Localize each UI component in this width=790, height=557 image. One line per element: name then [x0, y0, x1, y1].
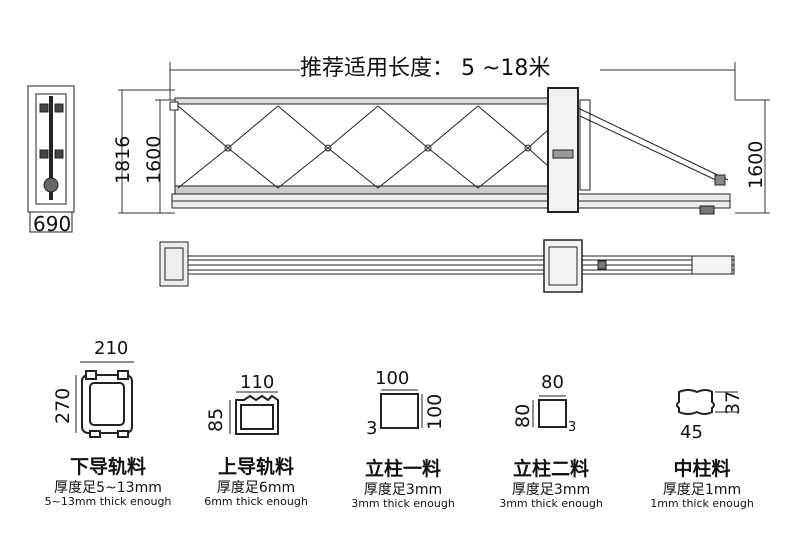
gate-elevation: [169, 87, 731, 215]
post-one-name: 立柱一料: [364, 458, 442, 480]
lower-rail-profile: [75, 361, 134, 438]
upper-rail-spec-en: 6mm thick enough: [204, 495, 308, 508]
post-two-name: 立柱二料: [512, 458, 590, 480]
post-one-spec-en: 3mm thick enough: [351, 497, 455, 510]
upper-rail-profile: [229, 391, 279, 435]
post-one-spec: 厚度足3mm: [363, 482, 443, 498]
middle-post-spec: 厚度足1mm: [662, 482, 742, 498]
recommended-length-title: 推荐适用长度： 5 ~18米: [300, 56, 551, 81]
post-two-spec: 厚度足3mm: [511, 482, 591, 498]
post-one-profile: [380, 389, 423, 429]
upper-rail-spec: 厚度足6mm: [216, 480, 296, 496]
post-one-thickness-label: 3: [366, 418, 378, 439]
post-two-height-label: 80: [512, 403, 534, 428]
post-two-profile: [532, 395, 567, 428]
right-height-label: 1600: [745, 140, 767, 189]
middle-post-spec-en: 1mm thick enough: [650, 497, 754, 510]
lower-rail-name: 下导轨料: [69, 456, 147, 478]
height-dimension-lines: [118, 89, 770, 214]
motor-width-label: 690: [33, 212, 72, 236]
lower-rail-width-label: 210: [94, 338, 129, 359]
middle-post-name: 中柱料: [673, 458, 731, 480]
middle-post-width-label: 45: [680, 422, 703, 443]
gate-plan-view: [159, 239, 735, 293]
length-dimension: [169, 62, 736, 100]
post-two-thickness-label: 3: [568, 420, 577, 435]
post-one-width-label: 100: [375, 368, 410, 389]
middle-post-profile: [676, 389, 738, 415]
total-height-label: 1816: [112, 135, 134, 184]
lower-rail-height-label: 270: [52, 387, 74, 424]
post-two-spec-en: 3mm thick enough: [499, 497, 603, 510]
lower-rail-spec-en: 5~13mm thick enough: [44, 495, 172, 508]
gate-height-label: 1600: [143, 135, 165, 184]
middle-post-height-label: 37: [722, 390, 744, 415]
post-two-width-label: 80: [541, 372, 564, 393]
lower-rail-spec: 厚度足5~13mm: [54, 480, 162, 496]
post-one-height-label: 100: [424, 393, 446, 430]
motor-side-view: [27, 85, 75, 233]
upper-rail-name: 上导轨料: [217, 456, 295, 478]
upper-rail-height-label: 85: [205, 407, 227, 432]
upper-rail-width-label: 110: [240, 372, 275, 393]
